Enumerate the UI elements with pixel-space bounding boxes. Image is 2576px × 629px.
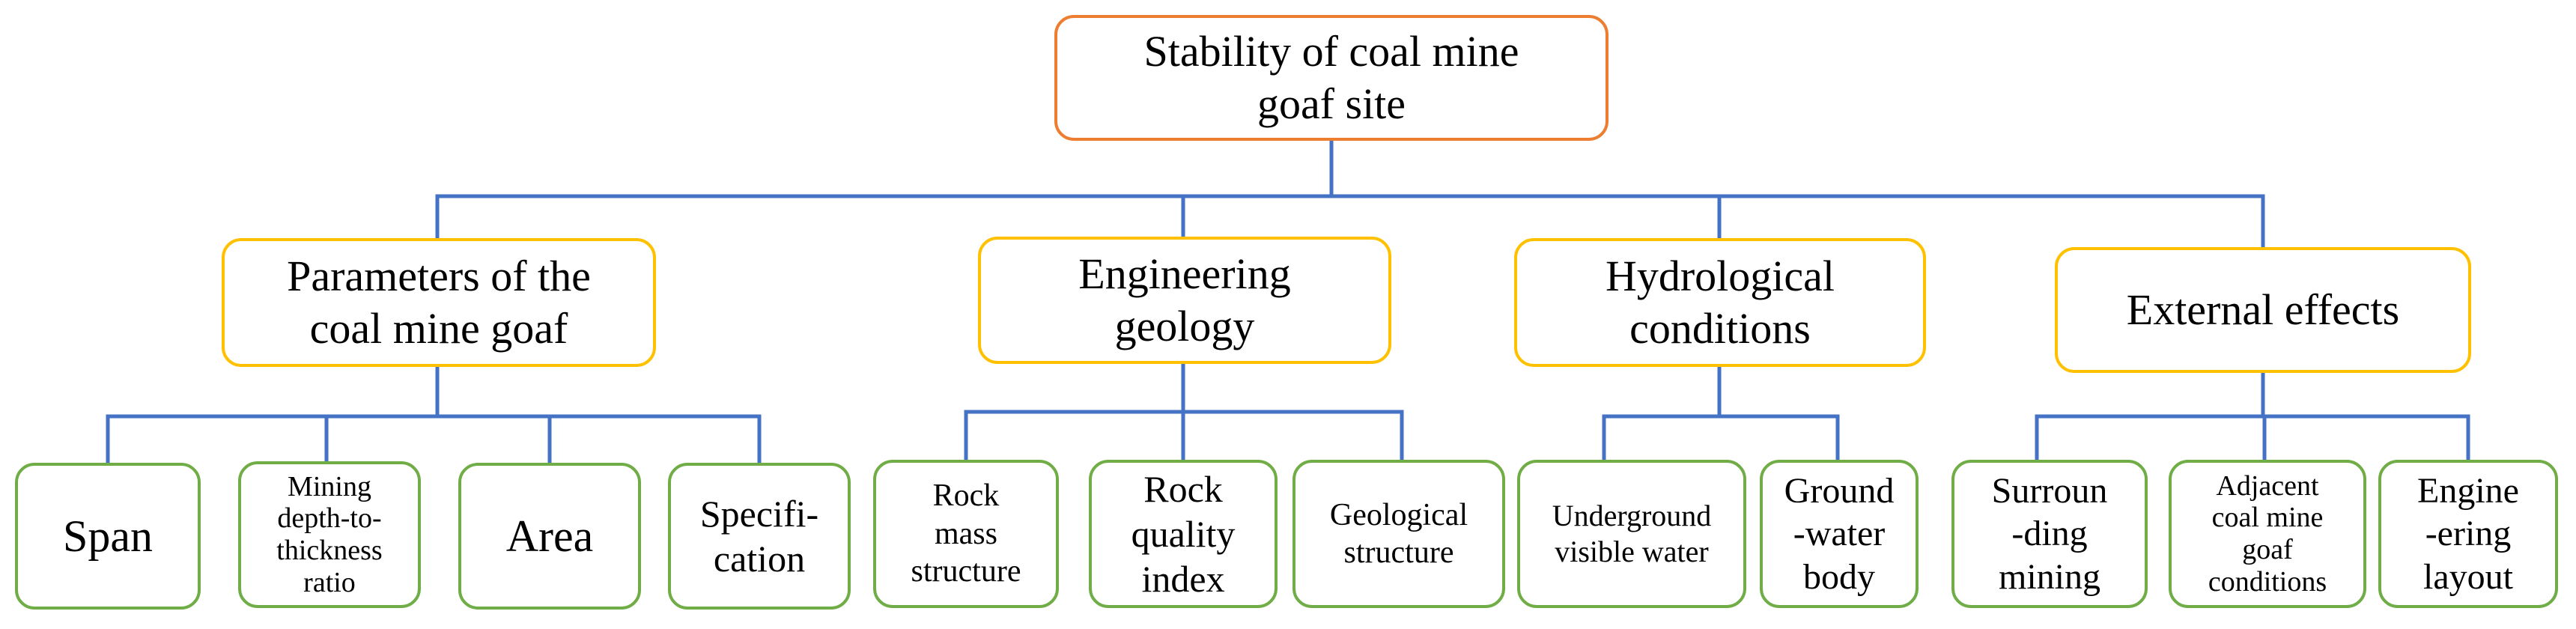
root-label: Stability of coal mine goaf site (1143, 27, 1519, 128)
root-node: Stability of coal mine goaf site (1054, 15, 1609, 141)
leaf-node-geological-structure: Geological structure (1292, 460, 1505, 608)
leaf-label: Span (63, 511, 153, 561)
leaf-label: Area (505, 511, 594, 561)
leaf-node-area: Area (458, 463, 641, 610)
category-node-parameters: Parameters of the coal mine goaf (222, 238, 656, 367)
category-node-hydrological: Hydrological conditions (1514, 238, 1926, 367)
leaf-label: Mining depth-to- thickness ratio (276, 470, 383, 598)
category-node-external-effects: External effects (2055, 247, 2471, 373)
category-label: Parameters of the coal mine goaf (287, 252, 591, 353)
leaf-node-surrounding-mining: Surroun -ding mining (1951, 460, 2148, 608)
category-label: Hydrological conditions (1605, 252, 1835, 353)
leaf-label: Surroun -ding mining (1991, 470, 2108, 597)
leaf-label: Underground visible water (1552, 499, 1712, 568)
category-label: External effects (2126, 285, 2400, 335)
leaf-label: Geological structure (1329, 497, 1468, 570)
leaf-label: Adjacent coal mine goaf conditions (2208, 470, 2327, 598)
leaf-label: Ground -water body (1784, 470, 1895, 597)
leaf-node-underground-visible-water: Underground visible water (1517, 460, 1746, 608)
leaf-node-adjacent-goaf-conditions: Adjacent coal mine goaf conditions (2169, 460, 2366, 608)
leaf-node-rock-quality-index: Rock quality index (1089, 460, 1278, 608)
leaf-node-specification: Specifi- cation (668, 463, 851, 610)
leaf-label: Engine -ering layout (2417, 470, 2519, 597)
leaf-node-span: Span (15, 463, 201, 610)
leaf-label: Specifi- cation (699, 493, 819, 580)
leaf-node-groundwater-body: Ground -water body (1760, 460, 1919, 608)
leaf-label: Rock mass structure (911, 478, 1021, 589)
category-label: Engineering geology (1078, 249, 1291, 350)
category-node-engineering-geology: Engineering geology (978, 237, 1391, 364)
leaf-node-engineering-layout: Engine -ering layout (2378, 460, 2558, 608)
leaf-label: Rock quality index (1131, 468, 1236, 600)
leaf-node-mining-depth-ratio: Mining depth-to- thickness ratio (238, 461, 421, 608)
leaf-node-rock-mass-structure: Rock mass structure (873, 460, 1059, 608)
